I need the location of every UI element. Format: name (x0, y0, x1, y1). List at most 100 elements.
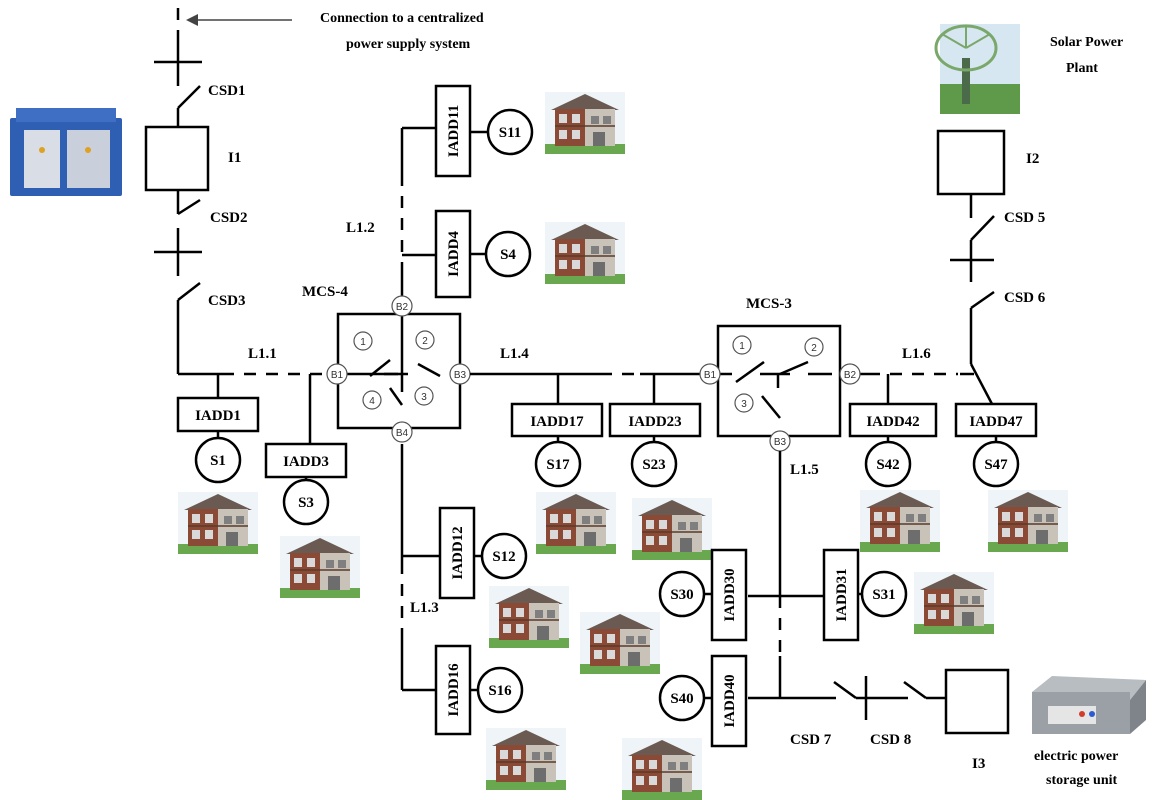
csd2-label: CSD2 (210, 210, 248, 226)
svg-text:B2: B2 (396, 302, 409, 313)
iadd16-box (434, 644, 472, 736)
iadd17-box (510, 402, 604, 438)
s40-circle (658, 674, 706, 722)
s31-circle (860, 570, 908, 618)
house-icon-s30 (579, 611, 661, 675)
mcs4-label: MCS-4 (302, 284, 348, 300)
mcs3-node-b2 (839, 363, 861, 385)
line-l14-label: L1.4 (500, 346, 529, 362)
s16-circle (476, 666, 524, 714)
svg-text:B2: B2 (844, 370, 857, 381)
house-icon-s12 (488, 585, 570, 649)
line-l16-label: L1.6 (902, 346, 931, 362)
svg-text:B3: B3 (774, 437, 787, 448)
s16-label: S16 (488, 683, 512, 699)
s23-circle (630, 440, 678, 488)
s40-label: S40 (670, 691, 693, 707)
iadd23-label: IADD23 (628, 414, 681, 430)
house-icon-s42 (859, 489, 941, 553)
iadd1-box (176, 396, 260, 433)
house-icon-s3 (279, 535, 361, 599)
line-l13-label: L1.3 (410, 600, 439, 616)
iadd16-label: IADD16 (446, 663, 462, 717)
line-l12-label: L1.2 (346, 220, 375, 236)
s3-circle (282, 478, 330, 526)
s1-label: S1 (210, 453, 226, 469)
mcs4-box (336, 312, 462, 430)
iadd12-box (438, 506, 476, 600)
s31-label: S31 (872, 587, 895, 603)
s30-circle (658, 570, 706, 618)
svg-text:B3: B3 (454, 370, 467, 381)
mcs4-node-b1 (326, 363, 348, 385)
svg-text:4: 4 (369, 396, 375, 407)
iadd31-label: IADD31 (834, 568, 850, 621)
mcs3-node-b1 (699, 363, 721, 385)
svg-text:2: 2 (811, 343, 817, 354)
mcs3-switch-1 (732, 335, 752, 355)
s47-circle (972, 440, 1020, 488)
source-i2-label: I2 (1026, 151, 1039, 167)
s1-circle (194, 436, 242, 484)
iadd47-label: IADD47 (969, 414, 1023, 430)
mcs3-switch-3 (734, 393, 754, 413)
mcs4-switch-3 (414, 386, 434, 406)
solar-label-line1: Solar Power (1050, 35, 1123, 50)
transformer-icon (10, 108, 122, 196)
iadd42-label: IADD42 (866, 414, 919, 430)
iadd11-box (434, 84, 472, 178)
s4-circle (484, 230, 532, 278)
iadd1-label: IADD1 (195, 408, 241, 424)
iadd30-box (710, 548, 748, 642)
house-icon-s11 (544, 91, 626, 155)
iadd4-label: IADD4 (446, 231, 462, 277)
mcs4-node-b2 (391, 295, 413, 317)
s42-circle (864, 440, 912, 488)
s17-circle (534, 440, 582, 488)
svg-text:1: 1 (360, 337, 366, 348)
connection-label-line2: power supply system (346, 37, 471, 52)
mcs3-label: MCS-3 (746, 296, 792, 312)
iadd12-label: IADD12 (450, 526, 466, 579)
grid-feeder (154, 8, 322, 398)
line-l15-label: L1.5 (790, 462, 819, 478)
iadd30-label: IADD30 (722, 568, 738, 621)
house-icon-s16 (485, 727, 567, 791)
source-i3-label: I3 (972, 756, 985, 772)
csd5-label: CSD 5 (1004, 210, 1045, 226)
house-icon-s23 (631, 497, 713, 561)
csd8-label: CSD 8 (870, 732, 911, 748)
solar-plant-icon (934, 24, 1020, 114)
s11-circle (486, 108, 534, 156)
house-icon-s40 (621, 737, 703, 800)
s11-label: S11 (499, 125, 522, 141)
svg-text:B4: B4 (396, 428, 409, 439)
iadd40-label: IADD40 (722, 674, 738, 727)
mcs4-nodes: B2 B1 B3 B4 1 2 4 3 (326, 295, 471, 443)
svg-text:B1: B1 (704, 370, 717, 381)
house-icon-s4 (544, 221, 626, 285)
iadd40-box (710, 654, 748, 748)
storage-label-line2: storage unit (1046, 773, 1118, 788)
connection-label-line1: Connection to a centralized (320, 11, 484, 26)
svg-text:B1: B1 (331, 370, 344, 381)
s3-label: S3 (298, 495, 314, 511)
storage-unit-icon (1032, 676, 1146, 734)
s4-label: S4 (500, 247, 516, 263)
svg-text:3: 3 (421, 392, 427, 403)
house-icon-s47 (987, 489, 1069, 553)
source-i1-label: I1 (228, 150, 241, 166)
svg-text:1: 1 (739, 341, 745, 352)
s30-label: S30 (670, 587, 693, 603)
house-icon-s17 (535, 491, 617, 555)
csd7-label: CSD 7 (790, 732, 832, 748)
csd6-label: CSD 6 (1004, 290, 1046, 306)
svg-text:2: 2 (422, 336, 428, 347)
csd1-label: CSD1 (208, 83, 246, 99)
iadd42-box (848, 402, 938, 438)
house-icon-s31 (913, 571, 995, 635)
mcs3-switch-2 (804, 337, 824, 357)
mcs4-switch-2 (415, 330, 435, 350)
iadd11-label: IADD11 (446, 105, 462, 158)
